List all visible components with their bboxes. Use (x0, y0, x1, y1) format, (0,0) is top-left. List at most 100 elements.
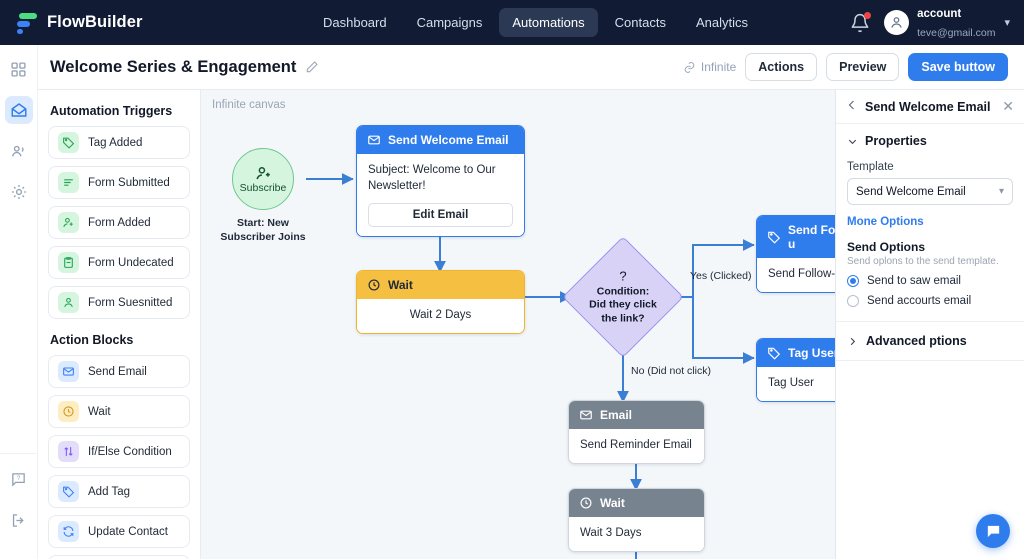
action-update-contact[interactable]: Update Contact (48, 515, 190, 548)
action-send-email[interactable]: Send Email (48, 355, 190, 388)
nav-item-campaigns[interactable]: Campaigns (404, 8, 496, 37)
properties-panel-header: Send Welcome Email ✕ (836, 90, 1024, 124)
action-add-tag[interactable]: Add Tag (48, 475, 190, 508)
chat-widget-button[interactable] (976, 514, 1010, 548)
block-label: Wait (88, 406, 111, 418)
actions-button[interactable]: Actions (745, 53, 817, 81)
flow-canvas[interactable]: Infinite canvas (201, 90, 835, 559)
rail-item-dashboard[interactable] (5, 55, 33, 83)
node-header: Send Follow-u (757, 216, 835, 258)
node-send-follow-up[interactable]: Send Follow-u Send Follow- Offer (756, 215, 835, 293)
clock-icon (367, 278, 381, 292)
envelope-icon (579, 408, 593, 422)
properties-section: Properties Template Send Welcome Email ▾… (836, 124, 1024, 307)
top-right-cluster: account teve@gmail.com ▾ (850, 4, 1024, 41)
node-tag-user[interactable]: Tag User Tag User (756, 338, 835, 402)
brand-name: FlowBuilder (47, 13, 143, 32)
close-icon[interactable]: ✕ (1002, 98, 1014, 115)
template-select[interactable]: Send Welcome Email ▾ (847, 178, 1013, 205)
actions-heading: Action Blocks (50, 333, 190, 347)
node-wait-2-days[interactable]: Wait Wait 2 Days (356, 270, 525, 334)
trigger-form-added[interactable]: Form Added (48, 206, 190, 239)
template-label: Template (847, 161, 1013, 173)
action-update-contact-2[interactable]: Update Contact (48, 555, 190, 559)
clock-icon (58, 401, 79, 422)
nav-item-analytics[interactable]: Analytics (683, 8, 761, 37)
email-subject: Subject: Welcome to Our Newsletter! (368, 164, 496, 192)
node-start[interactable]: Subscribe Start: New Subscriber Joins (232, 148, 313, 244)
nav-item-automations[interactable]: Automations (499, 8, 597, 37)
flowbuilder-logo-icon (16, 12, 38, 34)
notification-dot (864, 12, 871, 19)
start-circle: Subscribe (232, 148, 294, 210)
condition-line-1: Condition: (597, 286, 649, 298)
block-label: Form Submitted (88, 177, 170, 189)
save-button[interactable]: Save buttow (908, 53, 1008, 81)
node-body: Wait 2 Days (357, 299, 524, 333)
refresh-icon (58, 521, 79, 542)
nav-item-contacts[interactable]: Contacts (602, 8, 679, 37)
trigger-tag-added[interactable]: Tag Added (48, 126, 190, 159)
properties-panel-title: Send Welcome Email (865, 100, 991, 114)
help-icon: ? (10, 471, 27, 488)
more-options-link[interactable]: Mone Options (847, 216, 1013, 228)
trigger-form-undecated[interactable]: Form Undecated (48, 246, 190, 279)
chevron-down-icon[interactable]: ▾ (1004, 16, 1010, 29)
rail-item-logout[interactable] (5, 506, 33, 534)
user-icon (58, 292, 79, 313)
trigger-form-suesnitted[interactable]: Form Suesnitted (48, 286, 190, 319)
chevron-right-icon (847, 336, 858, 347)
blocks-panel: Automation Triggers Tag Added Form Submi… (38, 90, 201, 559)
nav-item-dashboard[interactable]: Dashboard (310, 8, 400, 37)
rail-item-help[interactable]: ? (5, 465, 33, 493)
account-menu[interactable]: account teve@gmail.com ▾ (884, 4, 1010, 41)
clipboard-icon (58, 252, 79, 273)
node-header: Tag User (757, 339, 835, 367)
radio-send-accourts-email[interactable]: Send accourts email (847, 295, 1013, 307)
header-actions: Infinite Actions Preview Save buttow (683, 53, 1008, 81)
brand[interactable]: FlowBuilder (0, 12, 300, 34)
properties-section-title[interactable]: Properties (847, 134, 1013, 148)
back-chevron-icon[interactable] (846, 98, 858, 116)
rail-item-automations[interactable] (5, 96, 33, 124)
block-label: If/Else Condition (88, 446, 172, 458)
notifications-bell-icon[interactable] (850, 13, 870, 33)
envelope-icon (58, 361, 79, 382)
action-if-else-condition[interactable]: If/Else Condition (48, 435, 190, 468)
node-wait-3-days[interactable]: Wait Wait 3 Days (568, 488, 705, 552)
rail-bottom: ? (0, 453, 37, 559)
gear-icon (10, 183, 28, 201)
infinite-label: Infinite (701, 60, 736, 74)
node-send-reminder-email[interactable]: Email Send Reminder Email (568, 400, 705, 464)
condition-line-2: Did they click (589, 299, 657, 311)
radio-indicator[interactable] (847, 275, 859, 287)
tag-icon (767, 346, 781, 360)
clock-icon (579, 496, 593, 510)
triggers-heading: Automation Triggers (50, 104, 190, 118)
node-send-welcome-email[interactable]: Send Welcome Email Subject: Welcome to O… (356, 125, 525, 237)
node-title: Send Welcome Email (388, 133, 509, 147)
edit-email-button[interactable]: Edit Email (368, 203, 513, 227)
node-title: Email (600, 408, 632, 422)
main-nav: Dashboard Campaigns Automations Contacts… (310, 8, 761, 37)
preview-button[interactable]: Preview (826, 53, 899, 81)
edit-title-pencil-icon[interactable] (305, 60, 319, 74)
radio-indicator[interactable] (847, 295, 859, 307)
block-label: Send Email (88, 366, 147, 378)
properties-panel: Send Welcome Email ✕ Properties Template… (835, 90, 1024, 559)
branch-icon (58, 441, 79, 462)
template-value: Send Welcome Email (856, 186, 966, 198)
trigger-form-submitted[interactable]: Form Submitted (48, 166, 190, 199)
page-header: Welcome Series & Engagement Infinite Act… (0, 45, 1024, 90)
chevron-down-icon: ▾ (999, 186, 1004, 197)
node-condition[interactable]: ? Condition: Did they click the link? (580, 254, 666, 340)
block-label: Update Contact (88, 526, 168, 538)
rail-item-settings[interactable] (5, 178, 33, 206)
start-caption-text: Start: New Subscriber Joins (220, 217, 305, 243)
radio-send-to-saw-email[interactable]: Send to saw email (847, 275, 1013, 287)
account-name: account (917, 8, 961, 20)
action-wait[interactable]: Wait (48, 395, 190, 428)
user-plus-icon (254, 164, 273, 183)
advanced-options-accordion[interactable]: Advanced ptions (836, 322, 1024, 360)
rail-item-contacts[interactable] (5, 137, 33, 165)
